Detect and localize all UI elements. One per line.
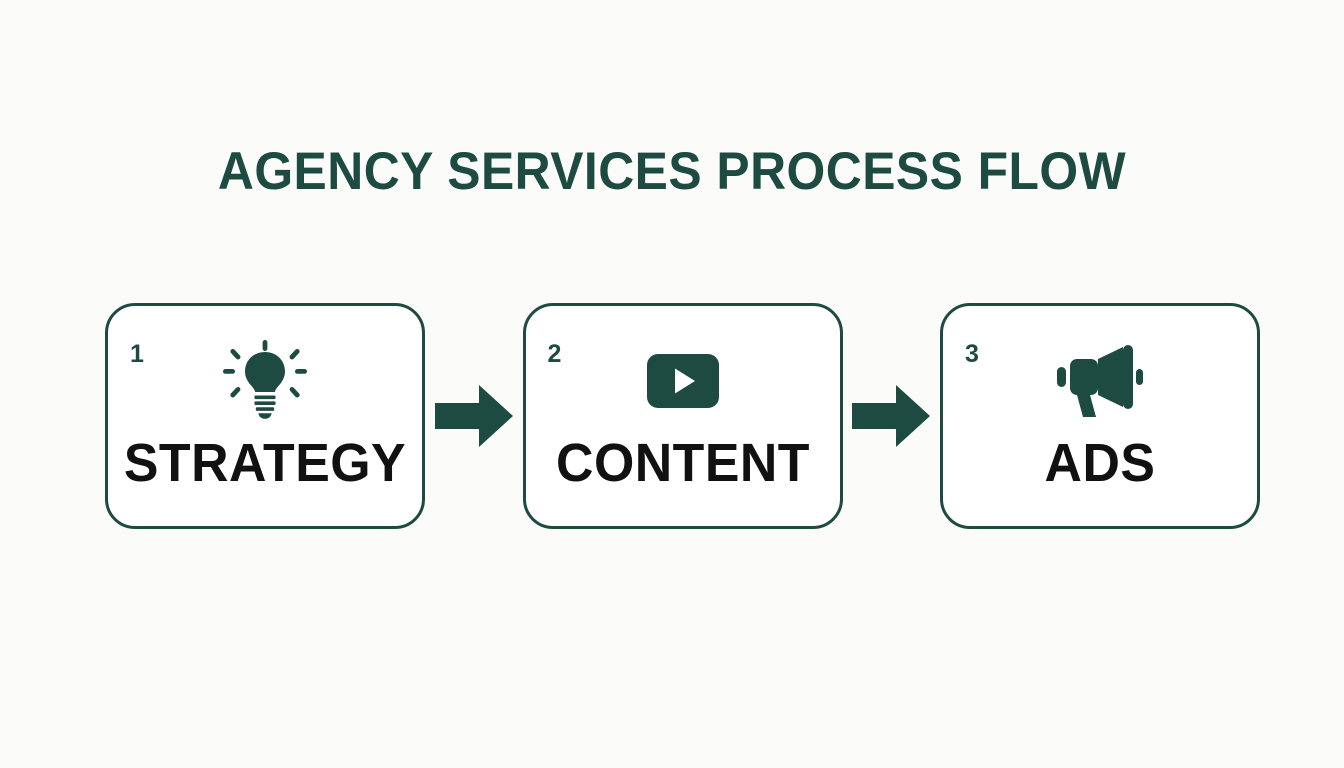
- arrow-right-icon: [434, 385, 513, 447]
- play-video-icon: [526, 340, 840, 422]
- megaphone-icon: [943, 340, 1257, 422]
- process-flow-row: 1: [105, 303, 1260, 529]
- lightbulb-icon: [108, 340, 422, 422]
- step-label: CONTENT: [555, 433, 810, 493]
- step-number-badge: 1: [130, 340, 144, 368]
- step-card-ads[interactable]: 3: [940, 303, 1260, 529]
- step-card-strategy[interactable]: 1: [105, 303, 425, 529]
- arrow-right-icon: [852, 385, 931, 447]
- step-card-content[interactable]: 2 CONTENT: [522, 303, 843, 529]
- step-label: STRATEGY: [123, 433, 407, 493]
- step-number-badge: 3: [965, 340, 979, 368]
- step-label: ADS: [1044, 433, 1156, 493]
- step-number-badge: 2: [547, 340, 562, 368]
- page-title: AGENCY SERVICES PROCESS FLOW: [217, 142, 1127, 201]
